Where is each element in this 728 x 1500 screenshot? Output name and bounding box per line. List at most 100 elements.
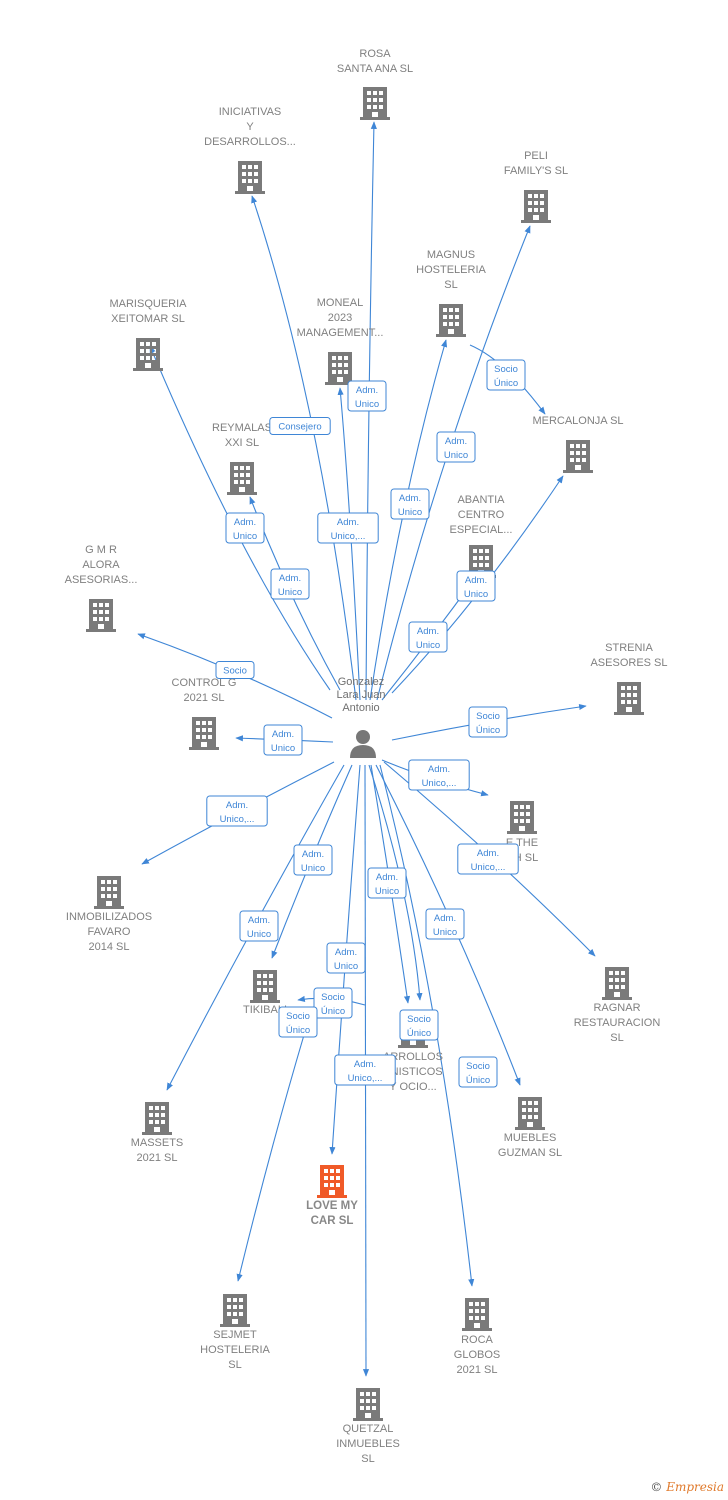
edge-label-iniciativas[interactable]: Consejero bbox=[269, 417, 331, 435]
company-name: INICIATIVAS bbox=[219, 106, 282, 118]
edge-label-text: Adm. bbox=[302, 849, 324, 860]
edge-label-text: Unico bbox=[464, 589, 488, 600]
company-node-moneal[interactable]: MONEAL2023MANAGEMENT... bbox=[297, 297, 384, 385]
edge-label-mercalonja2[interactable]: Adm.Unico bbox=[408, 621, 448, 653]
edge-label-lovemycar[interactable]: Adm.Unico bbox=[326, 942, 366, 974]
edge-label-text: Adm. bbox=[417, 626, 439, 637]
building-icon bbox=[602, 967, 632, 1000]
building-icon bbox=[317, 1165, 347, 1198]
edge-label-text: Socio bbox=[223, 666, 247, 677]
company-node-abantia[interactable]: ABANTIACENTROESPECIAL... bbox=[450, 494, 513, 578]
edge-label-text: Unico bbox=[233, 531, 257, 542]
company-name: GLOBOS bbox=[454, 1349, 500, 1361]
edge-label-tikibali[interactable]: Adm. Unico bbox=[293, 844, 333, 876]
edge-label-moneal[interactable]: Adm.Unico,... bbox=[317, 512, 379, 544]
building-icon bbox=[515, 1097, 545, 1130]
edge-label-text: Unico bbox=[278, 587, 302, 598]
building-icon bbox=[436, 304, 466, 337]
edge-label-text: Adm. bbox=[445, 436, 467, 447]
company-node-gmr[interactable]: G M RALORAASESORIAS... bbox=[65, 544, 138, 632]
edge-label-rosa[interactable]: Adm.Unico bbox=[347, 380, 387, 412]
company-node-iniciativas[interactable]: INICIATIVASYDESARROLLOS... bbox=[204, 106, 296, 194]
company-name: ANISTICOS bbox=[383, 1066, 442, 1078]
edge-label-text: Unico bbox=[444, 450, 468, 461]
empresia-logo: Empresia bbox=[666, 1480, 724, 1494]
edge-label-text: Consejero bbox=[278, 422, 321, 433]
company-name: 2014 SL bbox=[89, 941, 130, 953]
edge-label-text: Adm. bbox=[335, 947, 357, 958]
company-name: FAVARO bbox=[88, 926, 131, 938]
edge-label-text: Adm. bbox=[248, 915, 270, 926]
edge-label-text: Unico,... bbox=[348, 1073, 383, 1084]
building-icon bbox=[235, 161, 265, 194]
edge-label-text: Socio bbox=[466, 1061, 490, 1072]
edge-label-text: Adm. bbox=[477, 848, 499, 859]
company-name: CENTRO bbox=[458, 509, 505, 521]
edge-label-ragnar[interactable]: Adm. Unico,... bbox=[457, 843, 519, 875]
edge-label-thebeach[interactable]: Adm.Unico,... bbox=[408, 759, 470, 791]
edge-iniciativas bbox=[251, 195, 357, 701]
edge-label-controlg[interactable]: Adm.Unico bbox=[263, 724, 303, 756]
edge-label-muebles[interactable]: Adm.Unico bbox=[425, 908, 465, 940]
person-name: Antonio bbox=[342, 702, 379, 714]
building-icon bbox=[227, 462, 257, 495]
edge-label-text: Único bbox=[321, 1006, 345, 1017]
company-name: G M R bbox=[85, 544, 117, 556]
edge-label-magnus[interactable]: Adm.Unico bbox=[390, 488, 430, 520]
edge-label-text: Unico bbox=[301, 863, 325, 874]
edge-label-text: Adm. bbox=[354, 1059, 376, 1070]
company-name: LOVE MY bbox=[306, 1200, 358, 1212]
edge-label-peli[interactable]: Adm. Unico bbox=[436, 431, 476, 463]
edge-label-text: Socio bbox=[494, 364, 518, 375]
edge-label-text: Socio bbox=[286, 1011, 310, 1022]
edge-label-abantia[interactable]: Adm. Unico bbox=[456, 570, 496, 602]
edge-label-marisqueria[interactable]: Adm.Unico bbox=[225, 512, 265, 544]
person-name: Lara Juan bbox=[337, 689, 386, 701]
edge-label-text: Adm. bbox=[428, 764, 450, 775]
edge-label-desarrollos[interactable]: Adm.Unico bbox=[367, 867, 407, 899]
building-icon bbox=[94, 876, 124, 909]
company-name: INMUEBLES bbox=[336, 1438, 400, 1450]
edge-label-reymalas[interactable]: Adm.Unico bbox=[270, 568, 310, 600]
company-name: HOSTELERIA bbox=[200, 1344, 270, 1356]
edge-label-text: Unico,... bbox=[471, 862, 506, 873]
edge-label-text: Adm. bbox=[465, 575, 487, 586]
edge-label-massets[interactable]: Adm.Unico bbox=[239, 910, 279, 942]
company-name: RAGNAR bbox=[593, 1002, 640, 1014]
company-node-mercalonja[interactable]: MERCALONJA SL bbox=[532, 415, 624, 473]
company-name: ABANTIA bbox=[457, 494, 505, 506]
edge-label-inmobilizados[interactable]: Adm.Unico,... bbox=[206, 795, 268, 827]
edge-label-text: Socio bbox=[407, 1014, 431, 1025]
footer-brand[interactable]: © Empresia bbox=[650, 1480, 724, 1494]
company-name: SL bbox=[228, 1359, 241, 1371]
edge-label-gmr[interactable]: Socio bbox=[215, 661, 255, 679]
edge-label-quetzal[interactable]: Adm. Unico,... bbox=[334, 1054, 396, 1086]
edge-peli bbox=[376, 225, 531, 701]
company-node-tikibali[interactable]: TIKIBALI bbox=[243, 970, 287, 1016]
building-icon bbox=[360, 87, 390, 120]
edge-label-text: Adm. bbox=[434, 913, 456, 924]
